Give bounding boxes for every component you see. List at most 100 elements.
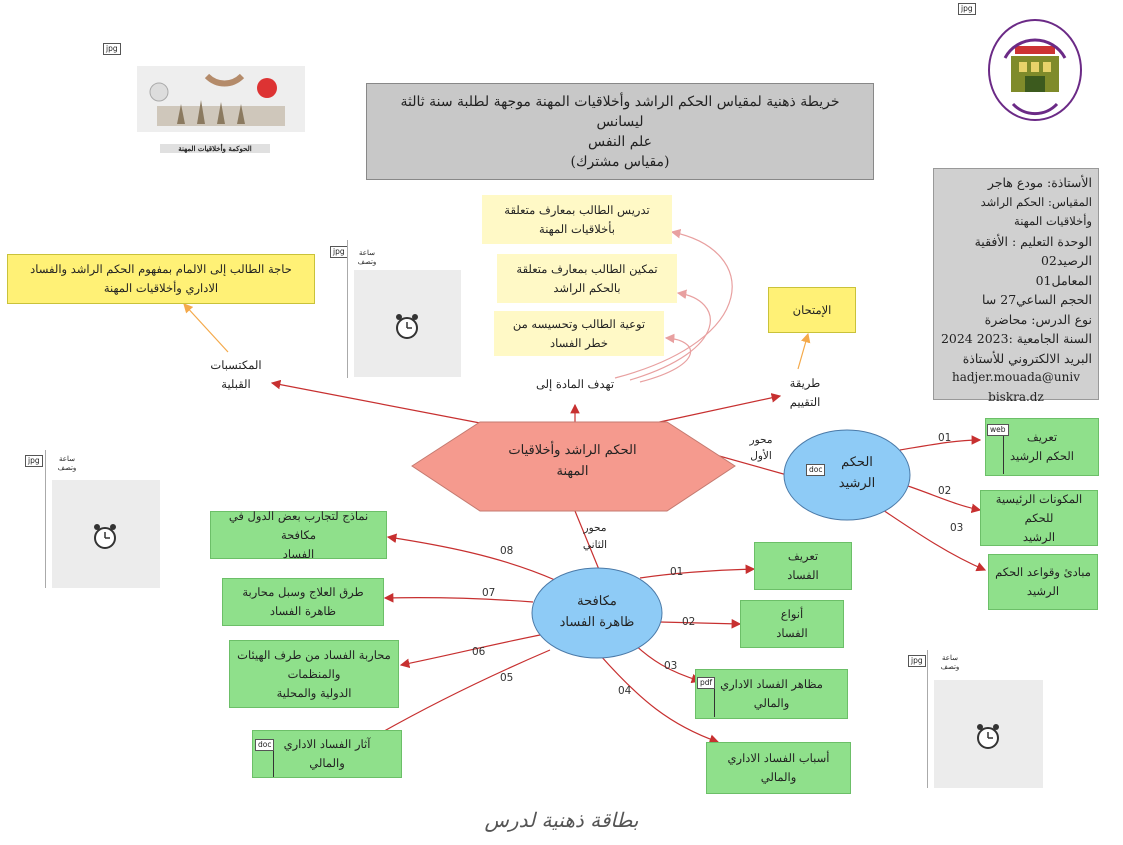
line-eval-box	[797, 332, 811, 370]
branch-number: 06	[472, 646, 486, 658]
info-line: السنة الجامعية :2023 2024	[940, 331, 1092, 346]
axis2-item-6[interactable]: محاربة الفساد من طرف الهيئات والمنظمات ا…	[229, 640, 399, 708]
line-a2-08	[386, 533, 556, 581]
line-goal-2	[629, 289, 711, 381]
central-topic[interactable]: الحكم الراشد وأخلاقيات المهنة	[470, 440, 675, 482]
branch-number: 01	[938, 432, 952, 444]
item-line-1: مظاهر الفساد الاداري	[720, 677, 823, 691]
line-axis2	[574, 510, 601, 573]
line-a2-07	[383, 593, 534, 603]
item-line-1: المكونات الرئيسية للحكم	[995, 491, 1083, 525]
map-title-line-1: خريطة ذهنية لمقياس الحكم الراشد وأخلاقيا…	[400, 93, 840, 130]
tag-divider	[714, 689, 715, 717]
line-a2-01	[639, 564, 756, 579]
clock-thumbnail[interactable]	[354, 270, 461, 377]
branch-number: 07	[482, 587, 496, 599]
axis1-item-3[interactable]: مبادئ وقواعد الحكم الرشيد	[988, 554, 1098, 610]
university-logo[interactable]	[985, 18, 1085, 122]
axis2-label-line-2: الثاني	[582, 539, 608, 551]
web-link-tag[interactable]: web	[987, 424, 1009, 436]
axis2-item-4[interactable]: أسباب الفساد الاداري والمالي	[706, 742, 851, 794]
item-line-1: أسباب الفساد الاداري	[727, 751, 830, 765]
university-logo-icon	[988, 19, 1082, 121]
branch-number: 04	[618, 685, 632, 697]
info-line: نوع الدرس: محاضرة	[984, 311, 1092, 327]
line-a1-03	[879, 507, 987, 572]
thumb-label: ساعة وتصف	[352, 249, 382, 267]
axis2-item-8[interactable]: نماذج لتجارب بعض الدول في مكافحة الفساد	[210, 509, 387, 561]
item-line-1: تعريف	[1026, 430, 1058, 444]
thumb-label-line-2: وتصف	[940, 663, 960, 671]
map-title-line-3: (مقياس مشترك)	[570, 153, 670, 170]
thumb-divider	[45, 450, 46, 588]
tag-divider	[273, 751, 274, 777]
info-email[interactable]: hadjer.mouada@univ biskra.dz	[951, 370, 1080, 404]
goal-box-2[interactable]: تمكين الطالب بمعارف متعلقة بالحكم الراشد	[497, 254, 677, 303]
axis2-node[interactable]: مكافحة ظاهرة الفساد	[548, 591, 646, 633]
line-a2-04	[599, 654, 720, 744]
thumb-label: ساعة وتصف	[935, 654, 965, 672]
thumb-label-line-1: ساعة	[59, 455, 75, 463]
item-line-2: الفساد	[282, 546, 315, 561]
prereq-box[interactable]: حاجة الطالب إلى الالمام بمفهوم الحكم الر…	[7, 254, 315, 304]
info-line: الوحدة التعليم : الأفقية	[974, 233, 1092, 249]
line-eval	[654, 393, 782, 424]
axis2-node-line-1: مكافحة	[577, 594, 617, 609]
item-line-1: مبادئ وقواعد الحكم	[995, 565, 1091, 579]
alarm-clock-icon	[94, 524, 116, 549]
item-line-1: تعريف	[787, 549, 819, 563]
clock-thumbnail[interactable]	[52, 480, 160, 588]
item-line-2: ظاهرة الفساد	[269, 604, 337, 618]
thumb-divider	[927, 650, 928, 788]
axis1-node[interactable]: الحكم الرشيد	[820, 452, 894, 494]
thumb-label: ساعة وتصف	[52, 455, 82, 473]
axis2-item-1[interactable]: تعريف الفساد	[754, 542, 852, 590]
axis1-label: محور الأول	[738, 432, 784, 464]
central-topic-line-1: الحكم الراشد وأخلاقيات	[508, 443, 637, 458]
axis1-item-2[interactable]: المكونات الرئيسية للحكم الرشيد	[980, 490, 1098, 546]
axis1-label-line-1: محور	[749, 434, 773, 446]
axis2-node-line-2: ظاهرة الفساد	[559, 615, 635, 630]
line-a1-02	[904, 484, 982, 514]
tag-divider	[1003, 436, 1004, 474]
item-line-2: والمالي	[753, 696, 790, 710]
figure-caption: بطاقة ذهنية لدرس	[484, 808, 639, 832]
axis2-item-5[interactable]: آثار الفساد الاداري والمالي	[252, 730, 402, 778]
axis1-label-line-2: الأول	[750, 450, 772, 462]
goal-box-3[interactable]: توعية الطالب وتحسيسه من خطر الفساد	[494, 311, 664, 356]
item-line-2: الفساد	[776, 626, 808, 640]
doc-attachment-tag[interactable]: doc	[806, 464, 826, 476]
chess-image-icon	[137, 66, 305, 132]
banner-image[interactable]	[137, 66, 305, 132]
line-a2-06	[399, 634, 541, 669]
axis2-label-line-1: محور	[583, 522, 607, 534]
branch-number: 03	[664, 660, 678, 672]
line-goal-3	[639, 333, 692, 383]
jpg-tag: jpg	[908, 655, 926, 667]
axis1-ellipse	[783, 429, 911, 521]
axis2-item-3[interactable]: مظاهر الفساد الاداري والمالي	[695, 669, 848, 719]
course-info-box: الأستاذة: مودع هاجر المقياس: الحكم الراش…	[933, 168, 1099, 404]
jpg-tag: jpg	[330, 246, 348, 258]
thumb-label-line-2: وتصف	[57, 464, 77, 472]
pdf-attachment-tag[interactable]: pdf	[697, 677, 716, 689]
info-line: الأستاذة: مودع هاجر	[987, 175, 1092, 190]
item-line-2: والمالي	[760, 770, 797, 784]
axis2-item-7[interactable]: طرق العلاج وسبل محاربة ظاهرة الفساد	[222, 578, 384, 626]
central-topic-line-2: المهنة	[556, 464, 589, 479]
eval-label-line-2: التقييم	[789, 395, 821, 409]
goal-box-1[interactable]: تدريس الطالب بمعارف متعلقة بأخلاقيات الم…	[482, 195, 672, 244]
thumb-label-line-1: ساعة	[359, 249, 375, 257]
alarm-clock-icon	[396, 314, 418, 339]
eval-box[interactable]: الإمتحان	[768, 287, 856, 333]
map-title-line-2: علم النفس	[587, 133, 653, 150]
doc-attachment-tag[interactable]: doc	[255, 739, 275, 751]
clock-thumbnail[interactable]	[934, 680, 1043, 788]
prereq-label-line-2: القبلية	[221, 377, 251, 391]
alarm-clock-icon	[977, 724, 999, 749]
axis2-item-2[interactable]: أنواع الفساد	[740, 600, 844, 648]
item-line-1: نماذج لتجارب بعض الدول في مكافحة	[228, 508, 369, 542]
thumb-label-line-1: ساعة	[942, 654, 958, 662]
item-line-2: الدولية والمحلية	[276, 685, 352, 700]
